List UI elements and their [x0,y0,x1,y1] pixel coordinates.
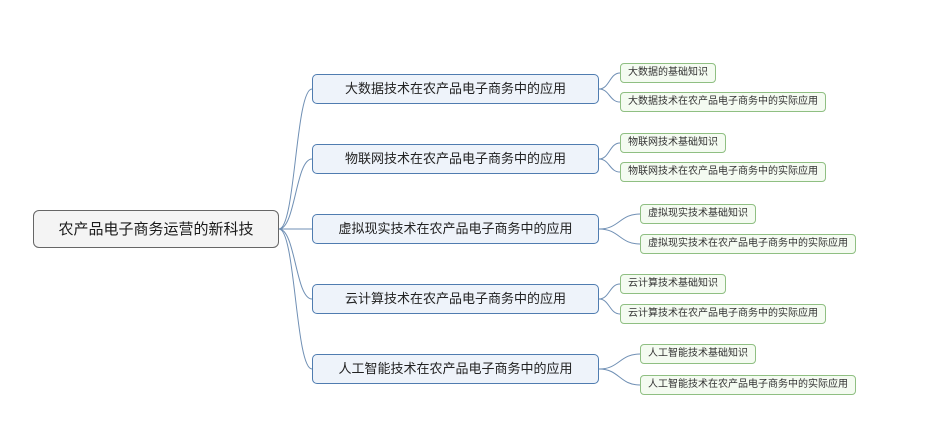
connector-root-branch-4 [278,228,313,300]
connector-branch-2-leaf-1 [598,142,621,160]
branch-big-data[interactable]: 大数据技术在农产品电子商务中的应用 [312,74,599,104]
leaf-iot-basics[interactable]: 物联网技术基础知识 [620,133,726,153]
branch-ai[interactable]: 人工智能技术在农产品电子商务中的应用 [312,354,599,384]
leaf-cloud-basics[interactable]: 云计算技术基础知识 [620,274,726,294]
leaf-iot-application[interactable]: 物联网技术在农产品电子商务中的实际应用 [620,162,826,182]
connector-branch-1-leaf-1 [598,72,621,90]
connector-root-branch-5 [278,228,313,370]
leaf-big-data-application[interactable]: 大数据技术在农产品电子商务中的实际应用 [620,92,826,112]
connector-branch-1-leaf-2 [598,88,621,103]
connector-branch-5-leaf-1 [598,353,641,370]
branch-cloud[interactable]: 云计算技术在农产品电子商务中的应用 [312,284,599,314]
connector-branch-4-leaf-2 [598,298,621,315]
connector-root-branch-2 [278,158,313,230]
branch-vr[interactable]: 虚拟现实技术在农产品电子商务中的应用 [312,214,599,244]
branch-iot[interactable]: 物联网技术在农产品电子商务中的应用 [312,144,599,174]
connector-branch-4-leaf-1 [598,283,621,300]
connector-branch-5-leaf-2 [598,368,641,386]
root-topic[interactable]: 农产品电子商务运营的新科技 [33,210,279,248]
connector-branch-2-leaf-2 [598,158,621,173]
leaf-ai-application[interactable]: 人工智能技术在农产品电子商务中的实际应用 [640,375,856,395]
leaf-big-data-basics[interactable]: 大数据的基础知识 [620,63,716,83]
leaf-vr-application[interactable]: 虚拟现实技术在农产品电子商务中的实际应用 [640,234,856,254]
connector-branch-3-leaf-1 [598,213,641,230]
leaf-ai-basics[interactable]: 人工智能技术基础知识 [640,344,756,364]
connector-branch-3-leaf-2 [598,228,641,245]
leaf-vr-basics[interactable]: 虚拟现实技术基础知识 [640,204,756,224]
connector-root-branch-1 [278,88,313,230]
leaf-cloud-application[interactable]: 云计算技术在农产品电子商务中的实际应用 [620,304,826,324]
